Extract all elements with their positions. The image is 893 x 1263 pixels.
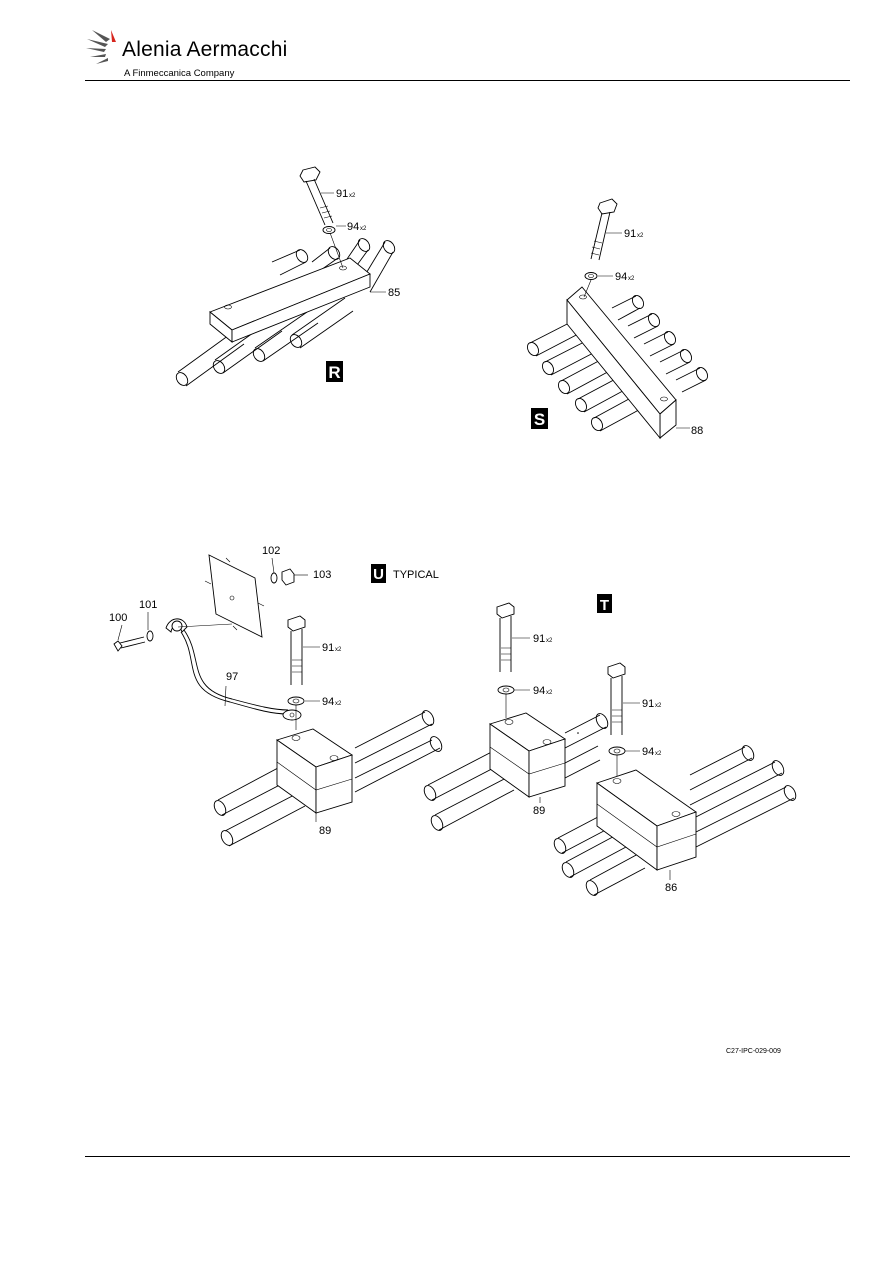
qty-91-t-right: x2 (655, 703, 662, 709)
callout-89-t: 89 (533, 805, 545, 817)
view-u-drawing (113, 554, 443, 847)
typical-note: TYPICAL (393, 569, 439, 581)
callout-94-t-left: 94 (533, 685, 545, 697)
view-letter-r: R (328, 363, 340, 382)
callout-91-s: 91 (624, 228, 636, 240)
callout-94-r: 94 (347, 221, 359, 233)
brand-name: Alenia Aermacchi (122, 38, 288, 61)
callout-94-t-right: 94 (642, 746, 654, 758)
figure-reference: C27-IPC-029-009 (726, 1048, 781, 1055)
header-rule (85, 80, 850, 81)
qty-94-u: x2 (335, 701, 342, 707)
callout-101: 101 (139, 599, 157, 611)
callout-91-r: 91 (336, 188, 348, 200)
view-r-drawing (175, 166, 396, 387)
callout-91-t-left: 91 (533, 633, 545, 645)
qty-91-s: x2 (637, 233, 644, 239)
view-letter-t-box (597, 594, 612, 613)
qty-94-t-left: x2 (546, 690, 553, 696)
view-letter-t: T (600, 597, 609, 614)
brand-subtitle: A Finmeccanica Company (124, 68, 235, 79)
callout-94-u: 94 (322, 696, 334, 708)
callout-91-u: 91 (322, 642, 334, 654)
view-letter-s-box (531, 408, 548, 429)
view-t-drawing (423, 602, 797, 896)
callout-89-u: 89 (319, 825, 331, 837)
callout-102: 102 (262, 545, 280, 557)
view-s-drawing (526, 198, 709, 440)
callout-88-s: 88 (691, 425, 703, 437)
callout-97: 97 (226, 671, 238, 683)
callout-86-t: 86 (665, 882, 677, 894)
view-letter-r-box (326, 361, 343, 382)
callout-94-s: 94 (615, 271, 627, 283)
qty-91-t-left: x2 (546, 638, 553, 644)
qty-94-s: x2 (628, 276, 635, 282)
qty-91-u: x2 (335, 647, 342, 653)
callout-100: 100 (109, 612, 127, 624)
qty-94-r: x2 (360, 226, 367, 232)
qty-94-t-right: x2 (655, 751, 662, 757)
view-letter-u: U (373, 566, 384, 583)
qty-91-r: x2 (349, 193, 356, 199)
callout-103: 103 (313, 569, 331, 581)
footer-rule (85, 1156, 850, 1157)
callout-91-t-right: 91 (642, 698, 654, 710)
view-letter-u-box (371, 564, 386, 583)
view-letter-s: S (534, 410, 545, 429)
callout-85-r: 85 (388, 287, 400, 299)
